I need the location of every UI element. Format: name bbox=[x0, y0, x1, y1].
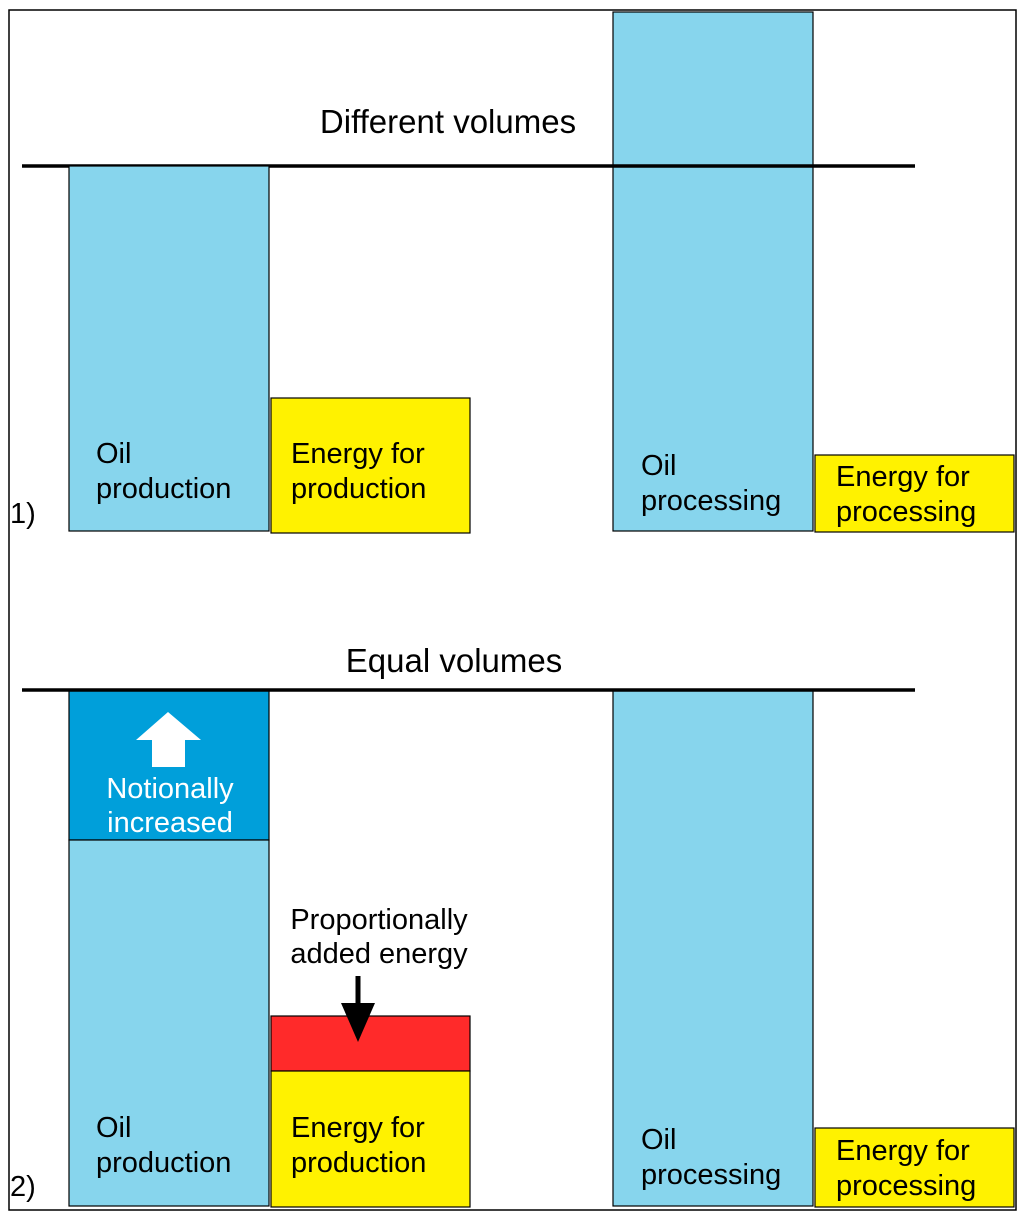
panel2-number: 2) bbox=[10, 1171, 36, 1203]
panel1-number: 1) bbox=[10, 498, 36, 530]
energy-production-label-line2: production bbox=[291, 473, 426, 505]
energy-processing-label-line1: Energy for bbox=[836, 461, 970, 493]
up-arrow-icon bbox=[136, 712, 201, 767]
oil-production-label-line2: production bbox=[96, 1147, 231, 1179]
oil-processing-label-line1: Oil bbox=[641, 450, 676, 482]
energy-processing-label-line1: Energy for bbox=[836, 1135, 970, 1167]
panel1-heading: Different volumes bbox=[320, 103, 576, 140]
notional-label-line2: increased bbox=[107, 807, 233, 839]
energy-processing-bar bbox=[814, 1127, 1015, 1208]
oil-processing-label-line2: processing bbox=[641, 485, 781, 517]
oil-production-bar bbox=[68, 839, 270, 1207]
energy-processing-bar bbox=[814, 454, 1015, 533]
oil-production-label-line1: Oil bbox=[96, 1112, 131, 1144]
panel2-heading: Equal volumes bbox=[346, 642, 562, 679]
energy-processing-label-line2: processing bbox=[836, 1170, 976, 1202]
oil-processing-bar bbox=[612, 11, 814, 532]
oil-production-label-line2: production bbox=[96, 473, 231, 505]
oil-production-bar bbox=[68, 165, 270, 532]
energy-production-label-line2: production bbox=[291, 1147, 426, 1179]
panel-equal-volumes: Equal volumes Notionally increased Propo… bbox=[10, 642, 1015, 1208]
oil-processing-label-line1: Oil bbox=[641, 1124, 676, 1156]
energy-production-bar bbox=[270, 397, 471, 534]
oil-processing-bar bbox=[612, 689, 814, 1207]
down-arrow-icon bbox=[341, 976, 375, 1042]
panel-different-volumes: Different volumes Oil production Energy … bbox=[10, 11, 1015, 534]
added-energy-bar bbox=[270, 1015, 471, 1072]
oil-processing-label-line2: processing bbox=[641, 1159, 781, 1191]
added-energy-label-line2: added energy bbox=[290, 938, 468, 970]
energy-processing-label-line2: processing bbox=[836, 496, 976, 528]
energy-production-bar bbox=[270, 1070, 471, 1208]
added-energy-label-line1: Proportionally bbox=[290, 904, 468, 936]
notional-label-line1: Notionally bbox=[106, 773, 234, 805]
energy-production-label-line1: Energy for bbox=[291, 1112, 425, 1144]
energy-production-label-line1: Energy for bbox=[291, 438, 425, 470]
oil-production-label-line1: Oil bbox=[96, 438, 131, 470]
